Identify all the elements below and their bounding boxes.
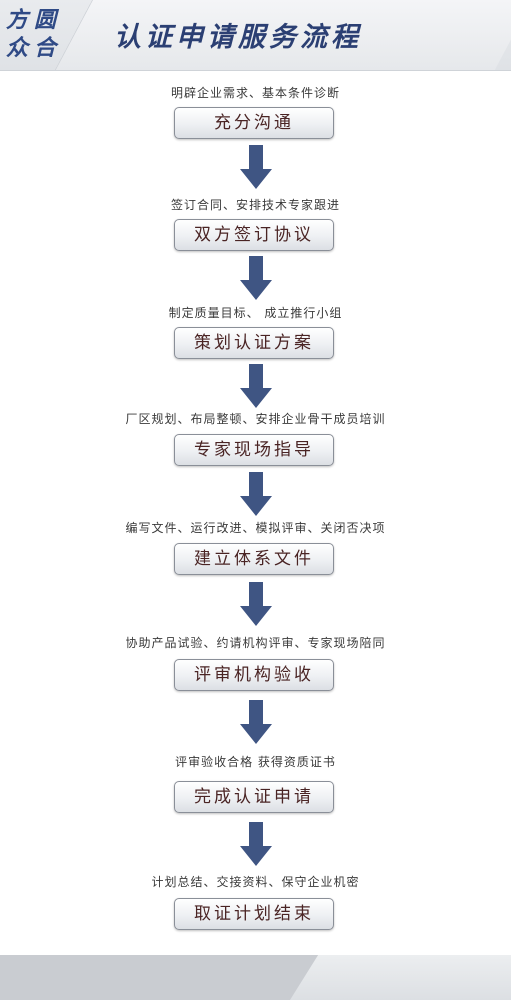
header-banner: 方圆 众合 认证申请服务流程 xyxy=(0,0,511,71)
step-4-box: 专家现场指导 xyxy=(174,434,334,466)
page-title: 认证申请服务流程 xyxy=(114,22,362,53)
step-8-box: 取证计划结束 xyxy=(174,898,334,930)
down-arrow-icon xyxy=(240,145,272,189)
footer-band xyxy=(0,955,511,1000)
step-2-description: 签订合同、安排技术专家跟进 xyxy=(170,198,340,212)
step-1-description: 明辟企业需求、基本条件诊断 xyxy=(170,86,340,100)
down-arrow-icon xyxy=(240,364,272,408)
step-5-description: 编写文件、运行改进、模拟评审、关闭否决项 xyxy=(125,521,386,535)
down-arrow-icon xyxy=(240,700,272,744)
company-logo: 方圆 众合 xyxy=(6,6,76,66)
down-arrow-icon xyxy=(240,472,272,516)
step-6-description: 协助产品试验、约请机构评审、专家现场陪同 xyxy=(125,636,386,650)
footer-ribbon xyxy=(290,955,511,1000)
step-3-description: 制定质量目标、 成立推行小组 xyxy=(168,306,343,320)
step-7-box: 完成认证申请 xyxy=(174,781,334,813)
step-7-description: 评审验收合格 获得资质证书 xyxy=(175,755,336,769)
step-2-box: 双方签订协议 xyxy=(174,219,334,251)
step-3-box: 策划认证方案 xyxy=(174,327,334,359)
step-1-box: 充分沟通 xyxy=(174,107,334,139)
down-arrow-icon xyxy=(240,582,272,626)
step-8-description: 计划总结、交接资料、保守企业机密 xyxy=(151,875,360,889)
step-4-description: 厂区规划、布局整顿、安排企业骨干成员培训 xyxy=(125,412,386,426)
logo-line-1: 方圆 xyxy=(6,7,63,33)
down-arrow-icon xyxy=(240,822,272,866)
step-5-box: 建立体系文件 xyxy=(174,543,334,575)
down-arrow-icon xyxy=(240,256,272,300)
step-6-box: 评审机构验收 xyxy=(174,659,334,691)
logo-line-2: 众合 xyxy=(6,35,63,61)
